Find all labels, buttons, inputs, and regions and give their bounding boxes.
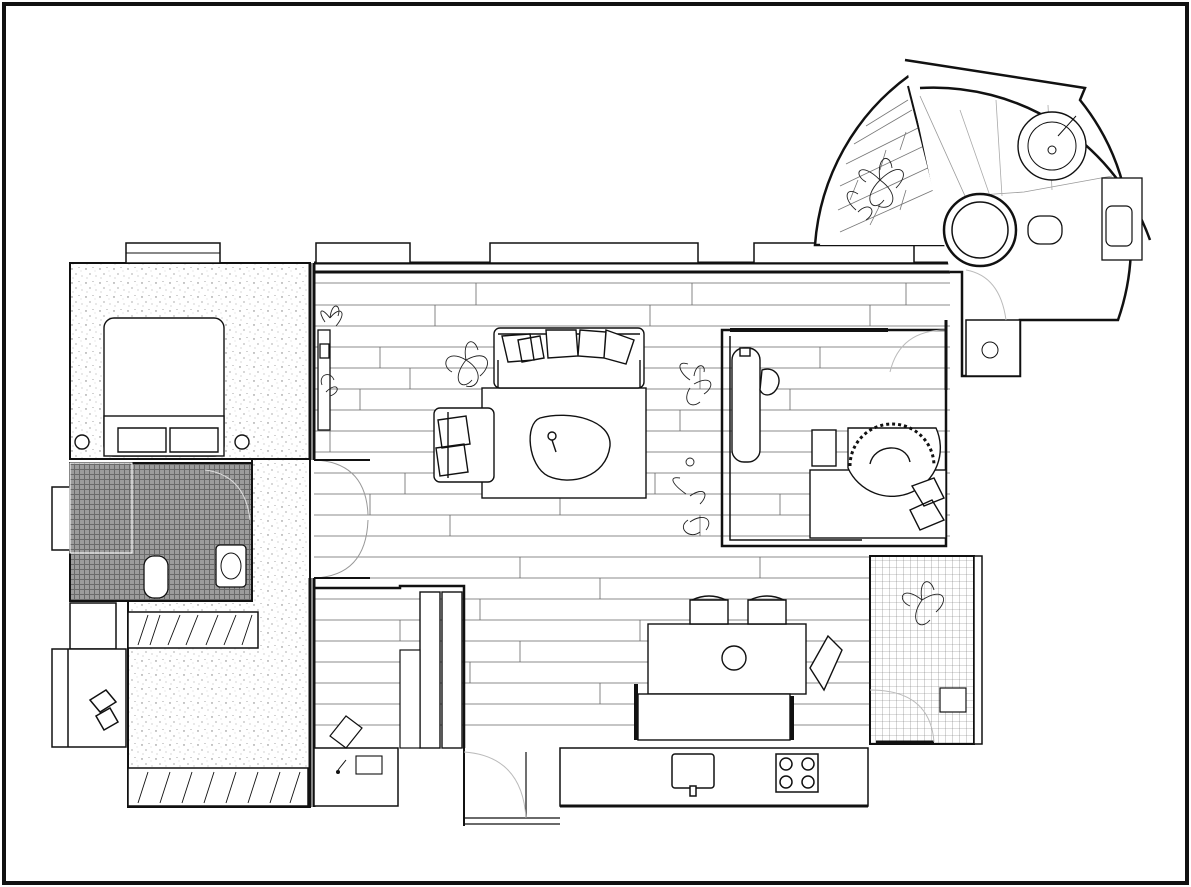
- window-seat: [51, 602, 127, 748]
- sink-icon: [671, 753, 715, 789]
- lamp-icon: [234, 434, 250, 450]
- bedroom: [69, 242, 311, 460]
- cooktop-icon: [775, 753, 819, 793]
- laptop-icon: [355, 755, 383, 775]
- entry-door: [463, 748, 560, 826]
- door-swing: [313, 459, 370, 579]
- bench: [637, 693, 791, 741]
- office-nook: [313, 584, 466, 807]
- plant-icon: [445, 341, 712, 536]
- bathroom: [51, 462, 253, 602]
- wardrobe: [127, 611, 309, 807]
- shelf: [317, 329, 331, 431]
- dining: [634, 595, 843, 741]
- living-room: [433, 327, 647, 499]
- daybed: [731, 347, 761, 463]
- plant-icon: [901, 581, 944, 626]
- kitchen: [559, 747, 869, 808]
- toilet-icon: [143, 555, 169, 599]
- laundry: [869, 555, 983, 745]
- plant-icon: [846, 157, 904, 221]
- windows: [315, 242, 915, 264]
- bed: [103, 317, 225, 457]
- lamp-icon: [74, 434, 90, 450]
- toilet-icon: [1027, 215, 1063, 245]
- shower-area: [69, 462, 133, 554]
- study: [720, 320, 948, 548]
- coffee-table: [529, 414, 611, 481]
- plant-icon: [320, 305, 343, 397]
